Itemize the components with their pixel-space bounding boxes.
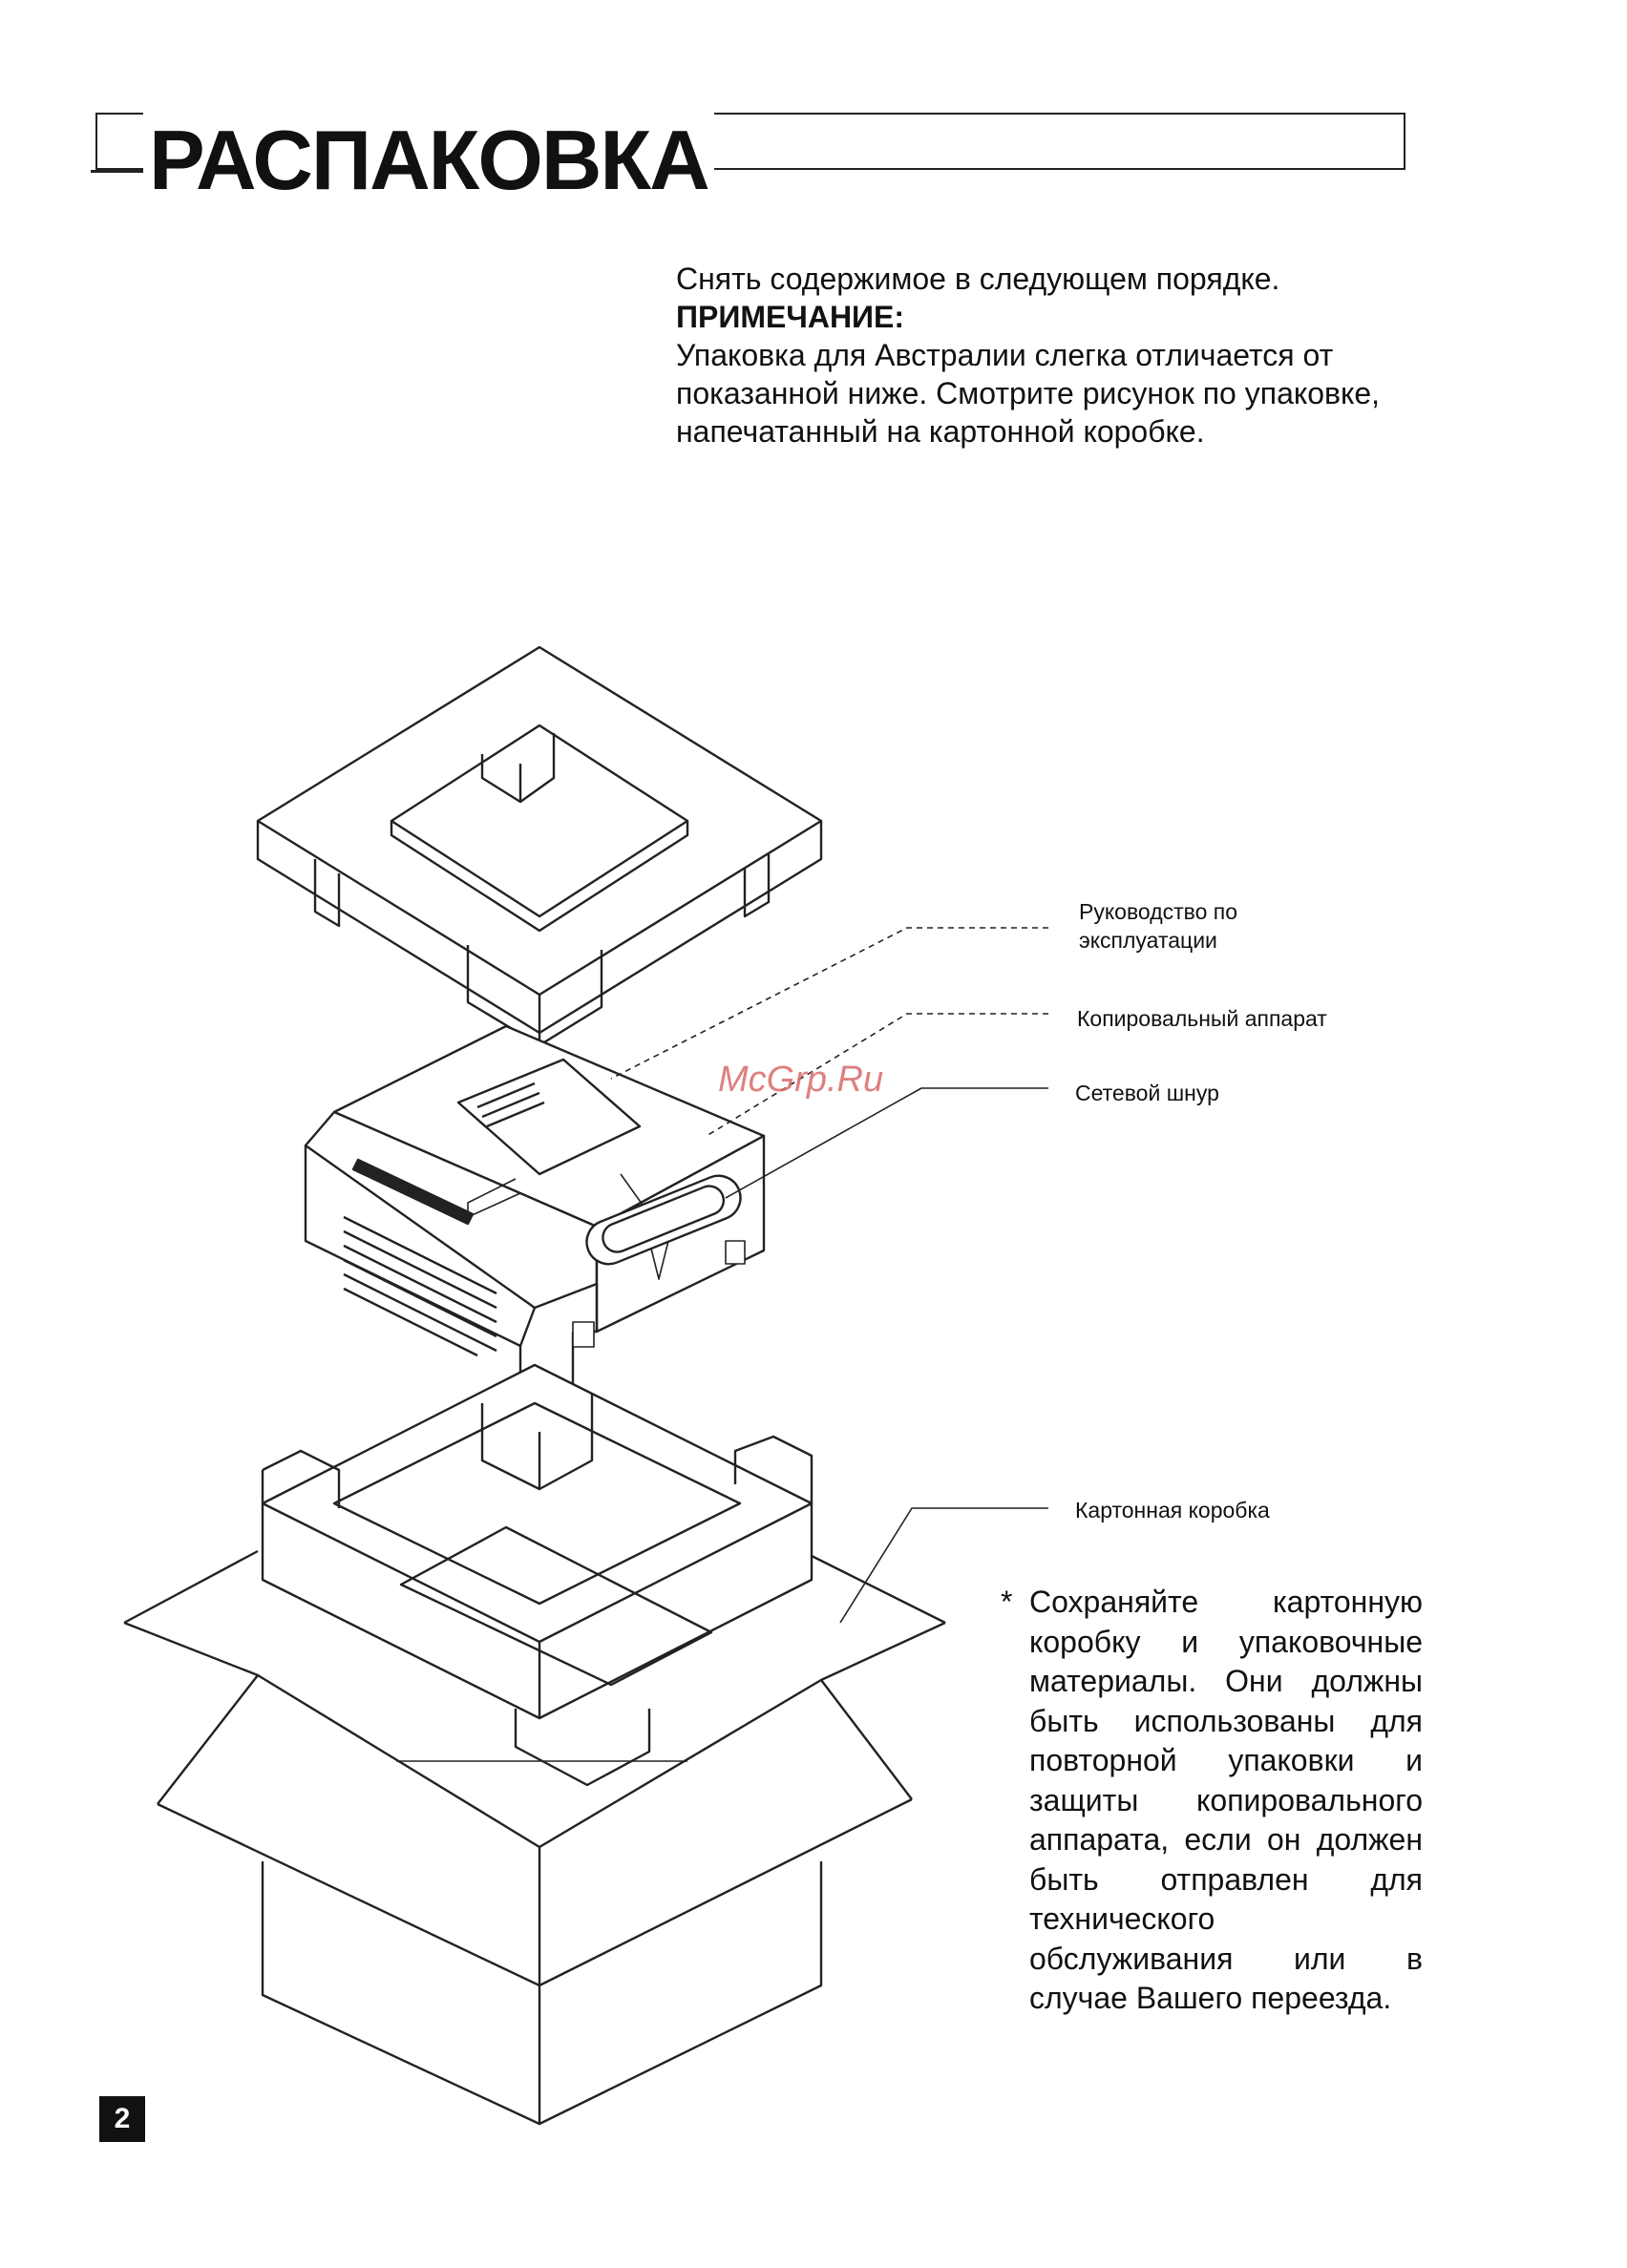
callout-manual: Руководство по эксплуатации [1079,899,1238,953]
intro-line: Снять содержимое в следующем порядке. [676,262,1280,296]
bottom-foam-cushion-icon [261,1363,814,1787]
callout-power-cord: Сетевой шнур [1075,1081,1219,1105]
note-line: напечатанный на картонной коробке. [676,414,1205,449]
copier-machine-icon [304,1024,766,1396]
callout-leader-lines [610,927,1048,1624]
page-number: 2 [99,2096,145,2142]
note-label: ПРИМЕЧАНИЕ: [676,300,905,334]
note-line: Упаковка для Австралии слегка отличается… [676,338,1334,372]
top-foam-cushion-icon [256,645,823,1047]
callout-copier: Копировальный аппарат [1077,1006,1327,1031]
intro-text: Снять содержимое в следующем порядке. ПР… [676,260,1421,451]
note-line: показанной ниже. Смотрите рисунок по упа… [676,376,1381,410]
footnote-marker: * [1001,1585,1013,1619]
callout-carton-box: Картонная коробка [1075,1498,1270,1522]
page-title: РАСПАКОВКА [143,113,714,208]
title-frame [95,113,1405,170]
watermark: McGrp.Ru [718,1060,884,1100]
carton-box-icon [123,1549,946,2126]
footnote-text: Сохраняйте картонную коробку и упаковочн… [1029,1585,1423,2015]
